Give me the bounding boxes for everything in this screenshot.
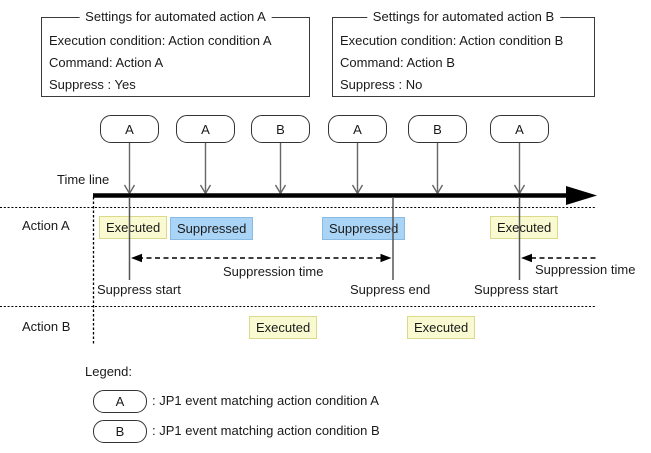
event-bubble-label: B — [276, 121, 285, 137]
executed-badge: Executed — [490, 216, 559, 239]
suppression-time-label: Suppression time — [535, 262, 636, 277]
timeline-arrowhead-icon — [566, 186, 597, 205]
suppression-time-arrow — [131, 253, 392, 263]
event-bubble: B — [251, 115, 310, 143]
event-arrow — [351, 143, 364, 195]
suppress-start-label: Suppress start — [474, 282, 558, 297]
timeline — [93, 186, 597, 205]
timeline-label: Time line — [57, 172, 110, 187]
row-label-action-b: Action B — [22, 319, 71, 334]
command-line: Command: Action B — [340, 55, 455, 70]
command-line: Command: Action A — [49, 55, 164, 70]
event-bubble-label: A — [353, 121, 362, 137]
executed-badge: Executed — [407, 316, 476, 339]
suppress-start-label: Suppress start — [97, 282, 181, 297]
suppression-time-arrow — [521, 253, 597, 263]
legend-bubble-label: A — [115, 394, 125, 409]
event-bubble-label: A — [201, 121, 210, 137]
event-bubble-label: B — [433, 121, 442, 137]
event-bubble: A — [176, 115, 235, 143]
event-arrow — [274, 143, 287, 195]
legend-item-text: : JP1 event matching action condition B — [152, 423, 380, 438]
event-bubble-label: A — [125, 121, 134, 137]
suppress-line: Suppress : No — [340, 77, 423, 92]
arrowhead-left-icon — [521, 253, 532, 263]
executed-badge: Executed — [99, 216, 168, 239]
event-bubble: A — [100, 115, 159, 143]
settings-box-title: Settings for automated action A — [79, 9, 272, 24]
legend-event-a-bubble: A — [93, 390, 147, 413]
suppression-time-label: Suppression time — [223, 264, 324, 279]
arrowhead-right-icon — [380, 253, 392, 263]
event-bubble: B — [408, 115, 467, 143]
arrowhead-left-icon — [131, 253, 142, 263]
suppress-end-label: Suppress end — [350, 282, 431, 297]
suppressed-badge: Suppressed — [322, 217, 406, 240]
settings-box-action-a: Settings for automated action A Executio… — [41, 9, 310, 97]
execution-condition-line: Execution condition: Action condition B — [340, 33, 564, 48]
legend-bubble-label: B — [115, 424, 125, 439]
row-label-action-a: Action A — [22, 218, 70, 233]
event-arrow — [199, 143, 212, 195]
settings-box-action-b: Settings for automated action B Executio… — [332, 9, 595, 97]
legend-event-b-bubble: B — [93, 420, 147, 443]
settings-box-title: Settings for automated action B — [366, 9, 561, 24]
event-arrows — [123, 143, 526, 195]
event-arrow — [513, 143, 526, 195]
event-bubble: A — [328, 115, 387, 143]
suppressed-badge: Suppressed — [170, 217, 254, 240]
executed-badge: Executed — [249, 316, 318, 339]
event-arrow — [431, 143, 444, 195]
legend-item-text: : JP1 event matching action condition A — [152, 393, 379, 408]
legend-title: Legend: — [85, 364, 132, 379]
event-bubble: A — [490, 115, 549, 143]
event-bubble-label: A — [515, 121, 524, 137]
execution-condition-line: Execution condition: Action condition A — [49, 33, 272, 48]
event-arrow — [123, 143, 136, 195]
suppress-line: Suppress : Yes — [49, 77, 136, 92]
